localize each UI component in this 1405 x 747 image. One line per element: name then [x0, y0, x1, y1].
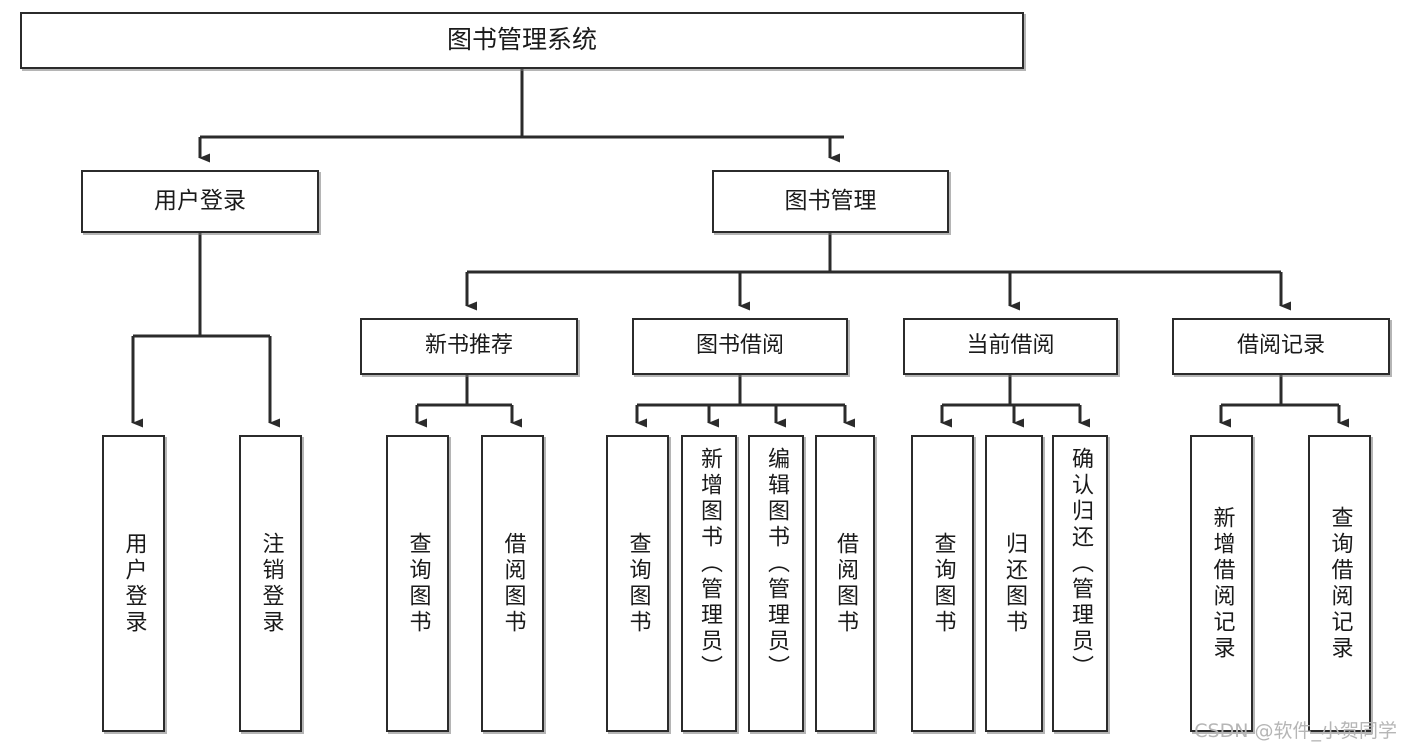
node-book-borrow-label: 图书借阅: [695, 333, 784, 359]
node-new-book-recommend[interactable]: 新书推荐: [360, 318, 578, 375]
node-leaf-edit-book-admin[interactable]: 编辑图书（管理员）: [748, 435, 804, 732]
node-user-login[interactable]: 用户登录: [81, 170, 319, 233]
node-current-borrow[interactable]: 当前借阅: [903, 318, 1118, 375]
node-leaf-query-book-2-label: 查询图书: [625, 531, 651, 636]
node-borrow-record-label: 借阅记录: [1236, 333, 1325, 359]
node-leaf-return-book-label: 归还图书: [1002, 531, 1027, 636]
node-leaf-add-borrow-record-label: 新增借阅记录: [1209, 505, 1235, 662]
node-new-book-recommend-label: 新书推荐: [424, 333, 513, 359]
node-leaf-logout[interactable]: 注销登录: [239, 435, 302, 732]
node-leaf-add-book-admin[interactable]: 新增图书（管理员）: [681, 435, 737, 732]
node-leaf-borrow-book-1-label: 借阅图书: [500, 531, 526, 636]
node-leaf-query-book-2[interactable]: 查询图书: [606, 435, 669, 732]
node-leaf-logout-label: 注销登录: [258, 531, 284, 636]
node-leaf-borrow-book-2[interactable]: 借阅图书: [815, 435, 875, 732]
node-leaf-edit-book-admin-label: 编辑图书（管理员）: [764, 447, 789, 681]
node-leaf-add-book-admin-label: 新增图书（管理员）: [697, 447, 722, 681]
node-book-manage-label: 图书管理: [784, 188, 877, 215]
node-leaf-borrow-book-1[interactable]: 借阅图书: [481, 435, 544, 732]
node-leaf-add-borrow-record[interactable]: 新增借阅记录: [1190, 435, 1253, 732]
node-leaf-query-book-3-label: 查询图书: [930, 531, 956, 636]
node-root[interactable]: 图书管理系统: [20, 12, 1024, 69]
node-leaf-user-login-label: 用户登录: [121, 531, 147, 636]
node-leaf-confirm-return-admin-label: 确认归还（管理员）: [1068, 447, 1093, 681]
node-current-borrow-label: 当前借阅: [966, 333, 1055, 359]
node-leaf-query-borrow-record[interactable]: 查询借阅记录: [1308, 435, 1371, 732]
node-root-label: 图书管理系统: [446, 25, 597, 55]
node-leaf-query-book-1[interactable]: 查询图书: [386, 435, 449, 732]
node-leaf-query-book-3[interactable]: 查询图书: [911, 435, 974, 732]
node-leaf-return-book[interactable]: 归还图书: [985, 435, 1043, 732]
node-user-login-label: 用户登录: [154, 188, 246, 215]
node-leaf-query-book-1-label: 查询图书: [405, 531, 431, 636]
watermark: CSDN @软件_小贺同学: [1194, 720, 1397, 742]
node-leaf-confirm-return-admin[interactable]: 确认归还（管理员）: [1052, 435, 1108, 732]
node-book-manage[interactable]: 图书管理: [712, 170, 949, 233]
node-leaf-query-borrow-record-label: 查询借阅记录: [1327, 505, 1353, 662]
node-leaf-user-login[interactable]: 用户登录: [102, 435, 165, 732]
node-borrow-record[interactable]: 借阅记录: [1172, 318, 1390, 375]
node-leaf-borrow-book-2-label: 借阅图书: [833, 531, 858, 636]
node-book-borrow[interactable]: 图书借阅: [632, 318, 848, 375]
